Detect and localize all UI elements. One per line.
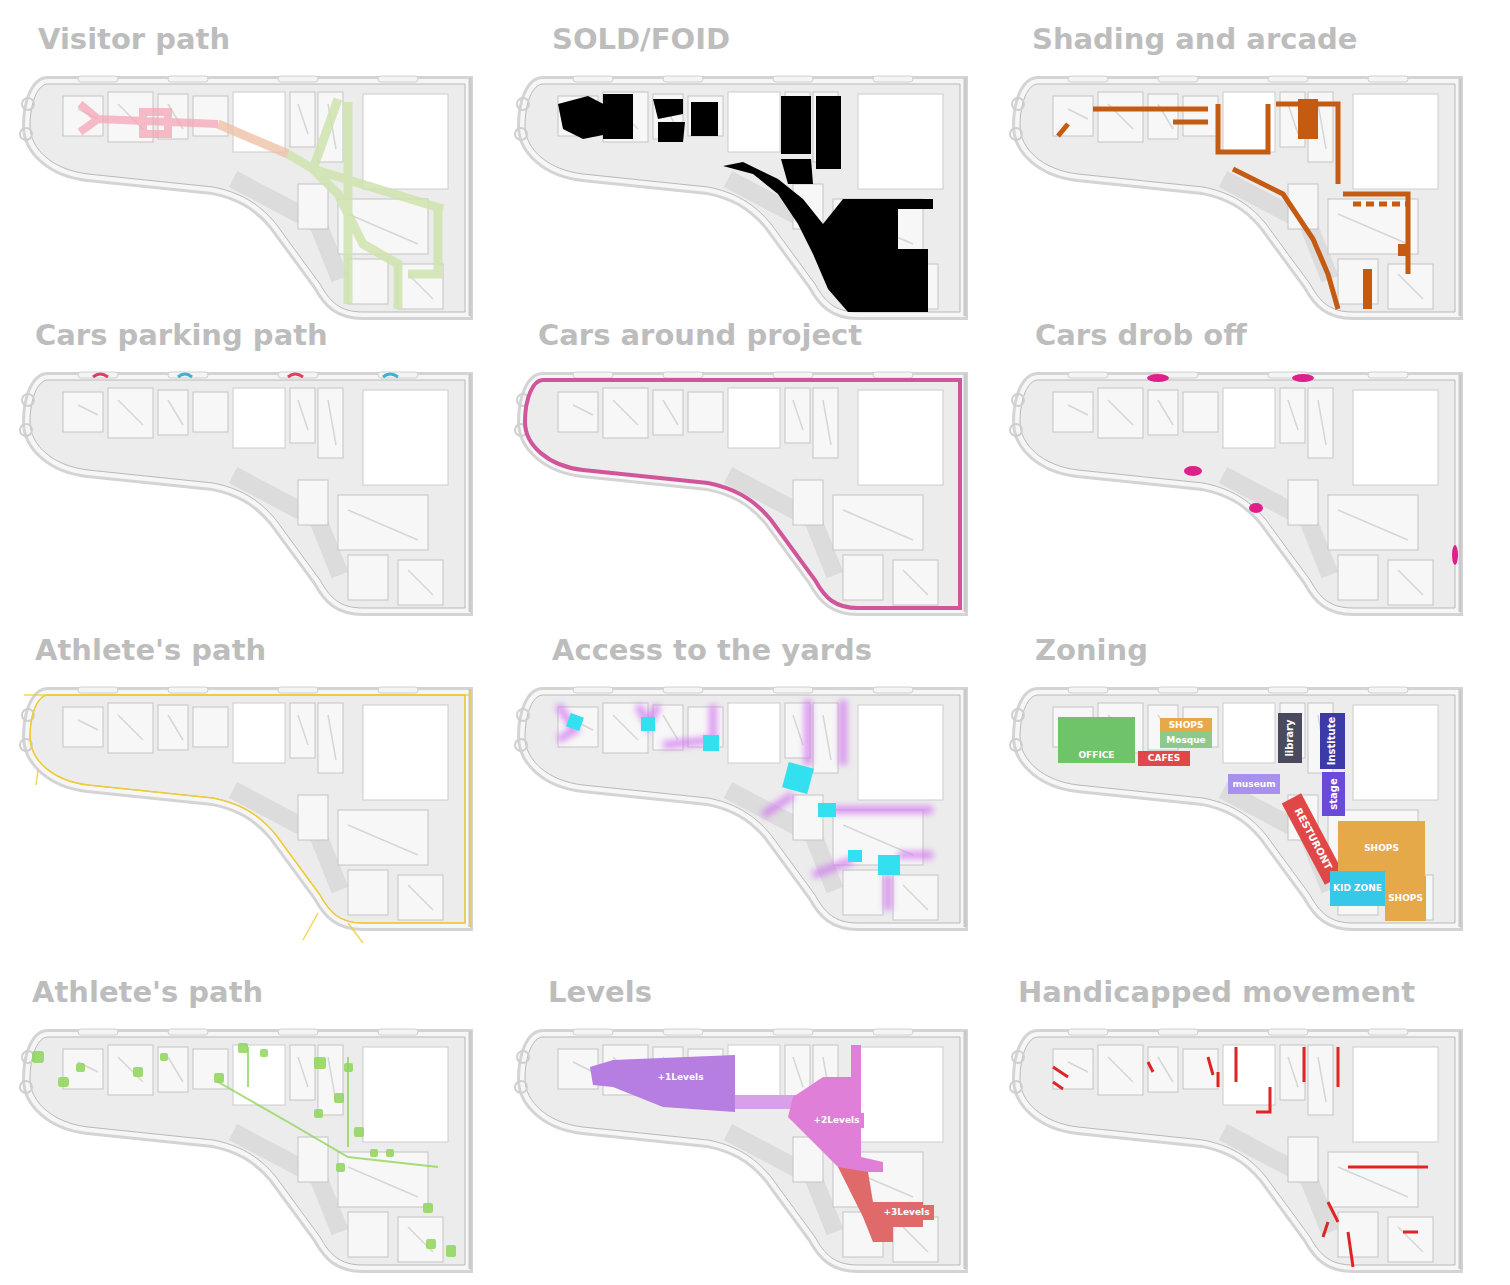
zone-label: library — [1285, 719, 1295, 756]
zone-label: stage — [1329, 778, 1339, 809]
zone-area: SHOPS — [1160, 718, 1212, 732]
zone-area: SHOPS — [1338, 821, 1425, 876]
zone-label: +1Levels — [657, 1073, 703, 1082]
zone-area: +1Levels — [653, 1070, 708, 1085]
diagram-panel: Cars drob off — [1008, 318, 1463, 613]
zone-label: KID ZONE — [1333, 884, 1382, 893]
zone-area: Mosque — [1160, 732, 1212, 748]
zone-area: stage — [1322, 772, 1345, 816]
plan-shading — [1010, 74, 1463, 319]
panel-title: Zoning — [1035, 633, 1148, 667]
plan-athlete — [20, 685, 473, 943]
panel-title: SOLD/FOID — [552, 22, 730, 56]
panel-title: Visitor path — [38, 22, 230, 56]
zone-area: OFFICE — [1058, 717, 1135, 763]
zone-area: +3Levels — [879, 1205, 934, 1220]
zone-label: +3Levels — [883, 1208, 929, 1217]
zone-label: SHOPS — [1388, 894, 1423, 903]
zone-label: RESTURONT — [1293, 807, 1334, 872]
panel-title: Athlete's path — [32, 975, 263, 1009]
panel-title: Levels — [548, 975, 652, 1009]
zone-area: KID ZONE — [1330, 871, 1385, 906]
zone-label: OFFICE — [1078, 751, 1114, 760]
panel-title: Handicapped movement — [1018, 975, 1415, 1009]
diagram-panel: Athlete's path — [18, 975, 473, 1270]
zone-area: Institute — [1320, 713, 1345, 769]
zone-label: museum — [1232, 780, 1275, 789]
diagram-panel: Access to the yards — [513, 633, 968, 928]
diagram-panel: Shading and arcade — [1008, 22, 1463, 317]
plan-drop-off — [1010, 370, 1463, 615]
zone-label: CAFES — [1148, 754, 1180, 763]
panel-title: Cars drob off — [1035, 318, 1247, 352]
zone-label: SHOPS — [1169, 721, 1204, 730]
panel-title: Access to the yards — [552, 633, 872, 667]
diagram-panel: ZoningSHOPS MosqueOFFICE CAFES library Insti… — [1008, 633, 1463, 928]
zone-label: Institute — [1328, 717, 1338, 765]
plan-levels — [515, 1027, 968, 1272]
plan-athlete-green — [20, 1027, 473, 1272]
plan-cars-around — [515, 370, 968, 615]
zone-label: Mosque — [1166, 736, 1205, 745]
diagram-panel: Levels +1Levels +2Levels +3Levels — [513, 975, 968, 1270]
plan-visitor — [20, 74, 473, 319]
zone-area: CAFES — [1138, 751, 1190, 766]
diagram-panel: Athlete's path — [18, 633, 473, 928]
zone-area: SHOPS — [1385, 876, 1426, 921]
plan-handicapped — [1010, 1027, 1463, 1272]
panel-title: Shading and arcade — [1032, 22, 1357, 56]
zone-area: +2Levels — [809, 1113, 864, 1128]
diagram-panel: Cars around project — [513, 318, 968, 613]
zone-label: +2Levels — [813, 1116, 859, 1125]
plan-yards — [515, 685, 968, 930]
zone-label: SHOPS — [1364, 844, 1399, 853]
zone-area: library — [1278, 713, 1302, 763]
plan-solid-void — [515, 74, 968, 319]
diagram-panel: Cars parking path — [18, 318, 473, 613]
panel-title: Cars around project — [538, 318, 862, 352]
panel-title: Athlete's path — [35, 633, 266, 667]
panel-title: Cars parking path — [35, 318, 328, 352]
diagram-panel: Visitor path — [18, 22, 473, 317]
zone-area: museum — [1228, 774, 1280, 794]
plan-zoning — [1010, 685, 1463, 930]
diagram-panel: SOLD/FOID — [513, 22, 968, 317]
plan-parking — [20, 370, 473, 615]
diagram-panel: Handicapped movement — [1008, 975, 1463, 1270]
